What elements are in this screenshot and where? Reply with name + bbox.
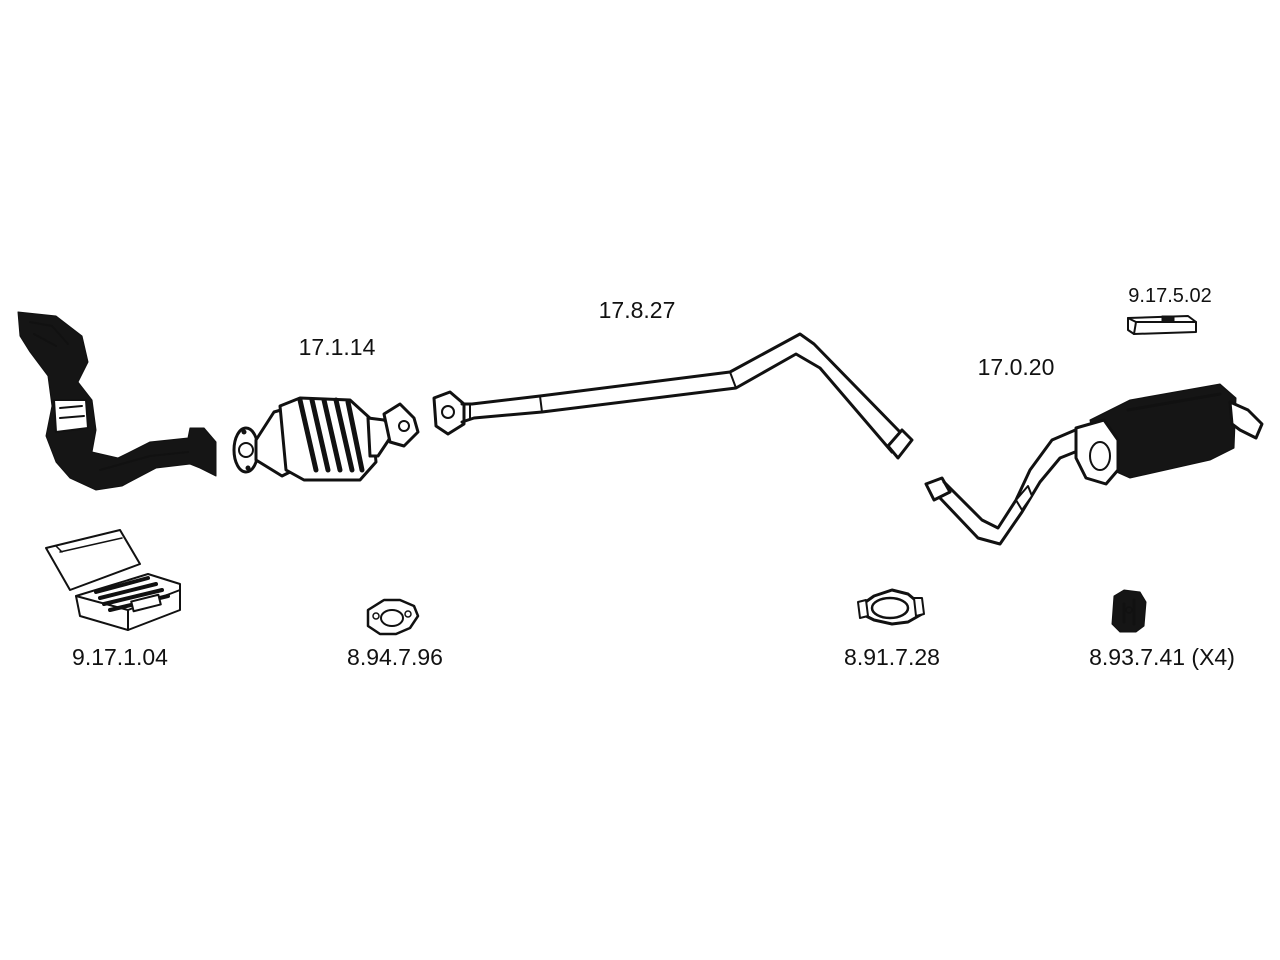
rear-silencer-part[interactable] <box>924 383 1264 546</box>
middle-pipe-part[interactable] <box>432 332 914 460</box>
rear-silencer-label: 17.0.20 <box>978 354 1055 380</box>
middle-pipe-label: 17.8.27 <box>599 297 676 323</box>
fitting-kit-label: 9.17.1.04 <box>72 644 168 670</box>
rubber-strip-label: 9.17.5.02 <box>1128 285 1211 307</box>
front-pipe-part[interactable] <box>17 311 217 491</box>
rubber-mount-label: 8.93.7.41 (X4) <box>1089 644 1235 670</box>
catalytic-converter-label: 17.1.14 <box>299 334 376 360</box>
gasket-part[interactable] <box>366 598 420 636</box>
clamp-label: 8.91.7.28 <box>844 644 940 670</box>
clamp-part[interactable] <box>857 588 925 626</box>
gasket-label: 8.94.7.96 <box>347 644 443 670</box>
fitting-kit-part[interactable] <box>45 529 181 631</box>
catalytic-converter-part[interactable] <box>232 396 420 482</box>
rubber-strip-part[interactable] <box>1127 315 1197 335</box>
rubber-mount-part[interactable] <box>1111 589 1147 633</box>
